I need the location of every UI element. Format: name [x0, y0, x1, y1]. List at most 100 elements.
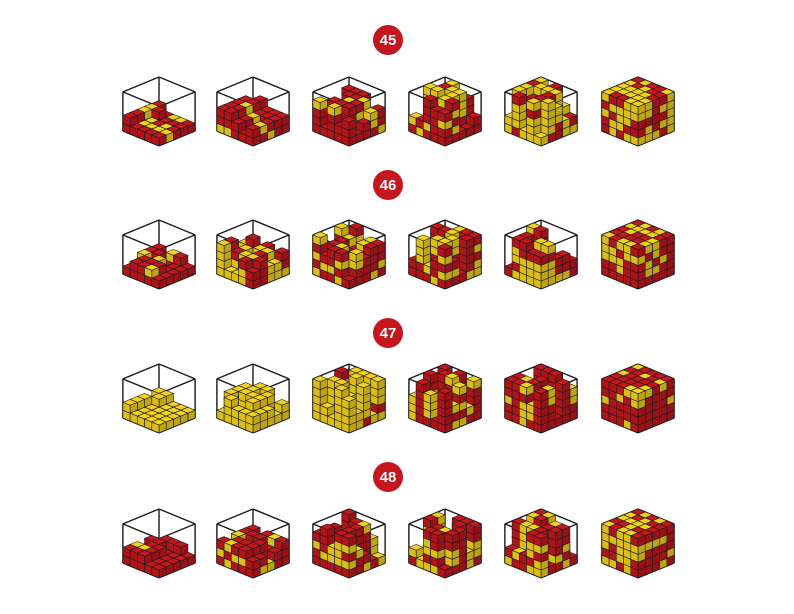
cube-step — [206, 352, 300, 452]
cube-step — [112, 65, 206, 165]
voxel-left — [444, 375, 453, 388]
voxel-left — [245, 269, 254, 282]
voxel-left — [122, 401, 131, 414]
voxel-left — [245, 413, 254, 426]
voxel-left — [245, 236, 254, 249]
voxel-left — [526, 100, 535, 113]
puzzle-number-48: 48 — [373, 462, 403, 492]
voxel-left — [151, 108, 160, 121]
puzzle-number-45: 45 — [373, 25, 403, 55]
voxel-left — [355, 384, 364, 397]
voxel-left — [422, 97, 431, 110]
cube-step — [112, 352, 206, 452]
cube-illustration — [601, 76, 675, 147]
voxel-left — [245, 126, 254, 139]
cube-illustration — [601, 363, 675, 434]
voxel-left — [122, 114, 131, 127]
cube-illustration — [408, 76, 482, 147]
puzzle-number-47: 47 — [373, 318, 403, 348]
voxel-left — [370, 378, 379, 391]
cube-illustration — [504, 76, 578, 147]
cube-step — [302, 208, 396, 308]
voxel-left — [151, 421, 160, 434]
voxel-left — [334, 225, 343, 238]
voxel-left — [334, 387, 343, 400]
voxel-left — [630, 246, 639, 259]
cube-step — [302, 497, 396, 597]
voxel-left — [245, 400, 254, 412]
cube-step — [591, 352, 685, 452]
cube-illustration — [122, 508, 196, 579]
cube-illustration — [504, 219, 578, 290]
cube-illustration — [312, 76, 386, 147]
voxel-left — [555, 381, 563, 394]
voxel-left — [274, 539, 283, 551]
voxel-left — [252, 259, 261, 271]
voxel-left — [422, 392, 431, 404]
cube-illustration — [408, 508, 482, 579]
voxel-left — [223, 110, 232, 122]
cube-illustration — [122, 219, 196, 290]
cube-illustration — [312, 508, 386, 579]
voxel-left — [267, 549, 275, 562]
voxel-left — [348, 375, 357, 388]
voxel-left — [151, 566, 160, 579]
voxel-left — [341, 105, 350, 117]
voxel-left — [334, 251, 343, 263]
cube-illustration — [216, 76, 290, 147]
voxel-left — [437, 111, 446, 123]
cube-step — [398, 208, 492, 308]
cube-step — [302, 352, 396, 452]
voxel-left — [326, 105, 335, 117]
voxel-left — [312, 234, 321, 247]
voxel-left — [136, 552, 145, 565]
voxel-left — [312, 99, 321, 111]
voxel-left — [238, 548, 247, 560]
voxel-left — [341, 511, 350, 524]
voxel-left — [151, 277, 160, 290]
cube-illustration — [601, 219, 675, 290]
voxel-left — [341, 535, 350, 548]
cube-step — [591, 65, 685, 165]
voxel-left — [451, 384, 460, 397]
voxel-left — [173, 543, 181, 556]
cube-step — [494, 208, 588, 308]
voxel-left — [415, 237, 424, 250]
voxel-left — [223, 397, 232, 409]
voxel-left — [540, 243, 549, 256]
cube-illustration — [312, 363, 386, 434]
cube-illustration — [216, 508, 290, 579]
voxel-left — [348, 251, 357, 263]
voxel-left — [459, 237, 467, 250]
voxel-left — [444, 100, 453, 113]
voxel-left — [341, 277, 350, 290]
cube-step — [494, 65, 588, 165]
voxel-left — [533, 390, 542, 403]
cube-step — [591, 208, 685, 308]
voxel-left — [533, 254, 542, 266]
voxel-left — [341, 398, 350, 410]
cube-step — [398, 352, 492, 452]
voxel-left — [319, 526, 328, 539]
voxel-left — [348, 225, 357, 238]
cube-step — [206, 497, 300, 597]
voxel-left — [144, 266, 153, 279]
voxel-left — [437, 246, 446, 259]
cube-illustration — [122, 76, 196, 147]
cube-step — [302, 65, 396, 165]
cube-step — [494, 352, 588, 452]
voxel-left — [363, 245, 371, 257]
cube-step — [206, 65, 300, 165]
voxel-left — [415, 381, 424, 394]
voxel-left — [533, 134, 542, 147]
voxel-left — [238, 259, 247, 271]
voxel-left — [518, 384, 527, 397]
voxel-left — [466, 114, 475, 127]
cube-illustration — [408, 219, 482, 290]
voxel-left — [274, 401, 283, 414]
puzzle-number-46: 46 — [373, 170, 403, 200]
voxel-left — [437, 390, 446, 403]
voxel-left — [151, 395, 160, 408]
voxel-left — [437, 566, 446, 579]
cube-illustration — [408, 363, 482, 434]
